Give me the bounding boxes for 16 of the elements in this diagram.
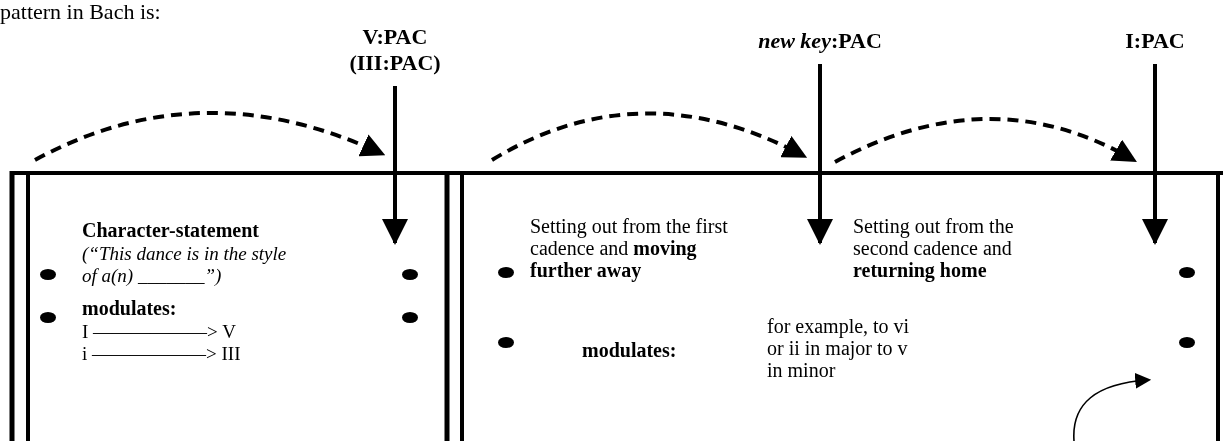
description-text: (“This dance is in the style of a(n) _______”) [82, 243, 288, 287]
description-text: Setting out from the first cadence and moving further away [530, 215, 729, 281]
section-heading: modulates: [82, 297, 178, 319]
arrow [1142, 64, 1168, 245]
description-text: Setting out from the second cadence and returning home [853, 215, 1015, 281]
arrow [382, 86, 408, 245]
section-heading: Character-statement [82, 219, 260, 241]
example-text: for example, to vi or ii in major to v in minor [767, 315, 911, 381]
cadence-label: V:PAC (III:PAC) [335, 24, 455, 76]
intro-text: pattern in Bach is: [0, 0, 161, 24]
cadence-label: new key:PAC [700, 28, 940, 54]
section-heading: modulates: [582, 339, 678, 361]
modulation-text: i ——————> III [82, 343, 242, 365]
modulation-text: I ——————> V [82, 321, 237, 343]
arrow [807, 64, 833, 245]
cadence-label: I:PAC [1095, 28, 1215, 54]
